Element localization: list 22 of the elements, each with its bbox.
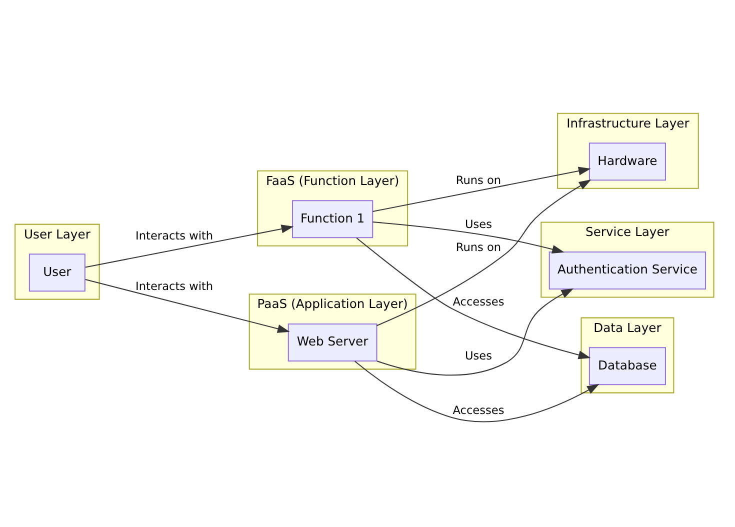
edge-label: Accesses xyxy=(452,404,504,418)
edge-label: Uses xyxy=(464,350,492,363)
node-box: Function 1 xyxy=(292,200,374,238)
edge-label: Uses xyxy=(464,218,492,232)
node-box: Web Server xyxy=(288,323,378,362)
node-box: Hardware xyxy=(588,142,666,181)
arrow xyxy=(372,166,591,212)
arrow xyxy=(372,221,564,254)
edge-label: Interacts with xyxy=(136,280,214,293)
arrow xyxy=(85,224,294,268)
arrow xyxy=(376,180,592,326)
node-box: Authentication Service xyxy=(548,252,706,290)
node-box: Database xyxy=(588,347,666,386)
edge-label: Interacts with xyxy=(136,230,214,243)
edge-label: Runs on xyxy=(456,240,502,254)
arrow xyxy=(356,238,591,360)
edge-label: Runs on xyxy=(456,174,502,188)
node-box: User xyxy=(28,254,86,292)
arrow xyxy=(354,360,600,422)
edge-label: Accesses xyxy=(452,295,504,308)
arrow xyxy=(376,288,574,376)
arrow xyxy=(85,279,290,333)
